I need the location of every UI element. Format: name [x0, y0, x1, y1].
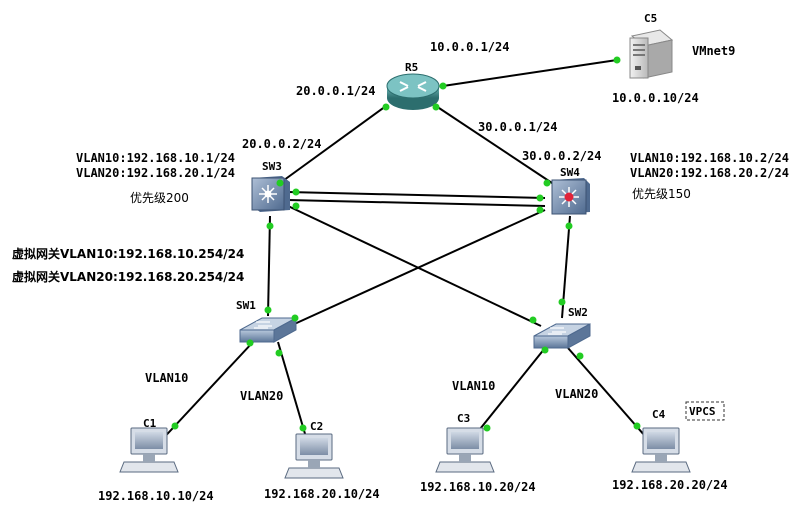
- router-r5[interactable]: [386, 73, 440, 110]
- port-dot: [633, 422, 641, 430]
- c1-name: C1: [143, 417, 157, 430]
- port-dot: [266, 222, 274, 230]
- sw4-name: SW4: [560, 166, 580, 179]
- l2-switch-sw1[interactable]: [239, 317, 297, 343]
- port-dot: [558, 298, 566, 306]
- pc-c3[interactable]: [435, 427, 495, 473]
- pc-c4[interactable]: [631, 427, 691, 473]
- link-r5-sw3[interactable]: [279, 105, 387, 184]
- l3-switch-sw3[interactable]: [251, 176, 290, 212]
- c5-ip-label: 10.0.0.10/24: [612, 91, 699, 105]
- c5-name: C5: [644, 12, 657, 25]
- port-dot: [543, 179, 551, 187]
- port-dot: [291, 314, 299, 322]
- c5-vmnet-label: VMnet9: [692, 44, 735, 58]
- link-r5-sw4[interactable]: [435, 105, 553, 184]
- vgw-vlan20-label: 虚拟网关VLAN20:192.168.20.254/24: [12, 269, 244, 284]
- r5-sw3-ip-label: 20.0.0.1/24: [296, 84, 375, 98]
- c1-ip-label: 192.168.10.10/24: [98, 489, 214, 503]
- port-indicators: [171, 56, 641, 432]
- sw3-priority-label: 优先级200: [130, 191, 189, 205]
- c4-name: C4: [652, 408, 666, 421]
- port-dot: [439, 82, 447, 90]
- port-dot: [483, 424, 491, 432]
- sw4-vlan10-label: VLAN10:192.168.10.2/24: [630, 151, 789, 165]
- c3-name: C3: [457, 412, 470, 425]
- port-dot: [292, 188, 300, 196]
- link-sw3-sw4-upper[interactable]: [287, 191, 546, 199]
- sw3-vlan20-label: VLAN20:192.168.20.1/24: [76, 166, 235, 180]
- sw2-name: SW2: [568, 306, 588, 319]
- port-dot: [264, 306, 272, 314]
- c4-ip-label: 192.168.20.20/24: [612, 478, 728, 492]
- pc-c1[interactable]: [119, 427, 179, 473]
- port-dot: [565, 222, 573, 230]
- port-dot: [576, 352, 584, 360]
- sw1-name: SW1: [236, 299, 256, 312]
- link-sw4-sw1[interactable]: [289, 209, 546, 327]
- port-dot: [432, 103, 440, 111]
- c3-ip-label: 192.168.10.20/24: [420, 480, 536, 494]
- vgw-vlan10-label: 虚拟网关VLAN10:192.168.10.254/24: [12, 246, 244, 261]
- sw3-name: SW3: [262, 160, 282, 173]
- sw1-c1-vlan-label: VLAN10: [145, 371, 188, 385]
- link-sw3-sw2[interactable]: [287, 205, 542, 327]
- link-r5-c5[interactable]: [442, 59, 618, 87]
- server-c5[interactable]: [629, 29, 674, 79]
- pc-c2[interactable]: [284, 433, 344, 479]
- sw3-vlan10-label: VLAN10:192.168.10.1/24: [76, 151, 235, 165]
- port-dot: [382, 103, 390, 111]
- port-dot: [292, 202, 300, 210]
- port-dot: [171, 422, 179, 430]
- port-dot: [613, 56, 621, 64]
- link-sw3-sw4-lower[interactable]: [287, 199, 546, 207]
- port-dot: [246, 339, 254, 347]
- l2-switch-sw2[interactable]: [533, 323, 591, 349]
- sw2-c3-vlan-label: VLAN10: [452, 379, 495, 393]
- port-dot: [529, 316, 537, 324]
- switch-arrows-icon: [254, 321, 272, 329]
- sw2-c4-vlan-label: VLAN20: [555, 387, 598, 401]
- r5-sw4-ip-label: 30.0.0.1/24: [478, 120, 557, 134]
- port-dot: [275, 349, 283, 357]
- c4-vpcs-tag: VPCS: [689, 405, 716, 418]
- router-arrows-icon: [399, 81, 427, 92]
- l3-switch-sw4[interactable]: [551, 178, 590, 215]
- port-dot: [299, 424, 307, 432]
- switch-arrows-icon: [548, 327, 566, 335]
- c2-name: C2: [310, 420, 323, 433]
- link-sw3-sw1[interactable]: [267, 215, 271, 317]
- port-dot: [276, 179, 284, 187]
- sw4-priority-label: 优先级150: [632, 187, 691, 201]
- port-dot: [541, 346, 549, 354]
- c2-ip-label: 192.168.20.10/24: [264, 487, 380, 501]
- sw1-c2-vlan-label: VLAN20: [240, 389, 283, 403]
- vpcs-tag-box: [685, 401, 725, 421]
- port-dot: [536, 194, 544, 202]
- r5-c5-ip-label: 10.0.0.1/24: [430, 40, 509, 54]
- port-dot: [536, 206, 544, 214]
- link-sw1-c1[interactable]: [157, 341, 254, 445]
- r5-name: R5: [405, 61, 418, 74]
- sw4-r5-ip-label: 30.0.0.2/24: [522, 149, 601, 163]
- sw3-r5-ip-label: 20.0.0.2/24: [242, 137, 321, 151]
- sw4-vlan20-label: VLAN20:192.168.20.2/24: [630, 166, 789, 180]
